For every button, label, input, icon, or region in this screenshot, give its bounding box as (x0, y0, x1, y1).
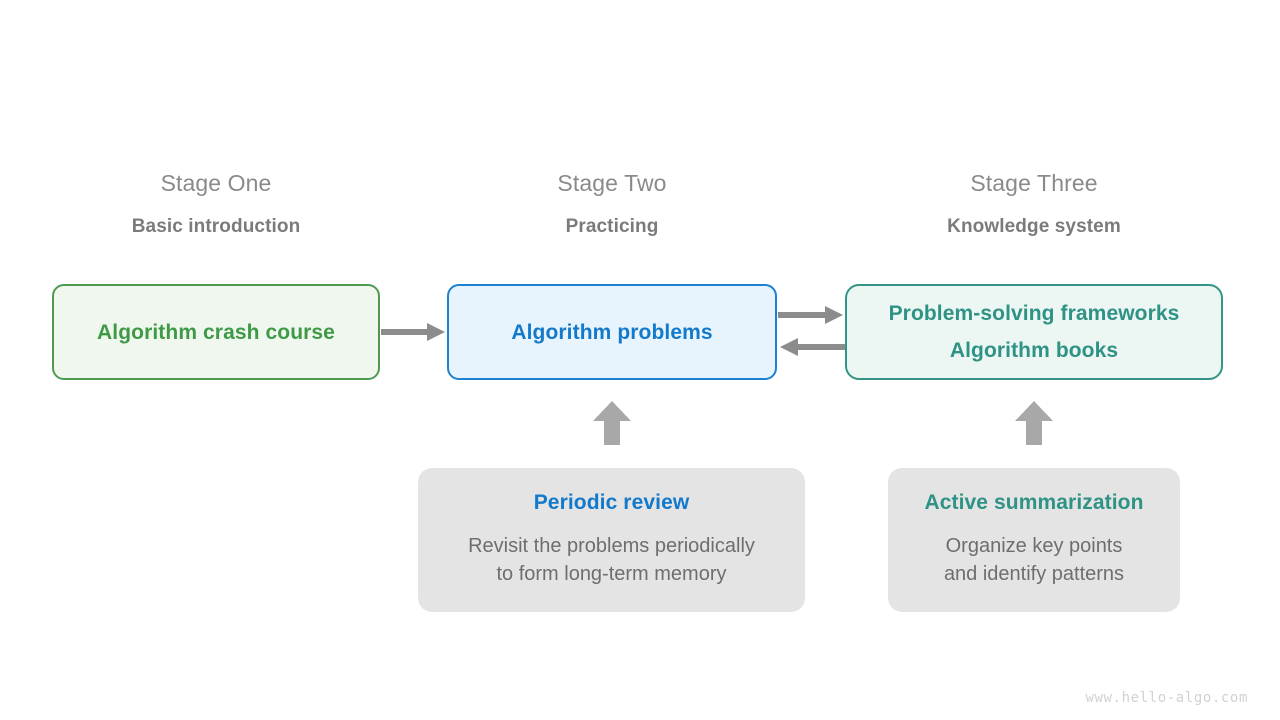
arrow-stage-one-to-stage-two (381, 318, 447, 346)
support-periodic-review-body: Revisit the problems periodically to for… (468, 533, 755, 588)
stage-three-subtitle: Knowledge system (947, 216, 1121, 237)
stage-one-title: Stage One (160, 170, 272, 196)
support-box-periodic-review[interactable]: Periodic review Revisit the problems per… (418, 468, 805, 612)
support-periodic-review-title: Periodic review (533, 490, 690, 514)
node-algorithm-problems-label: Algorithm problems (511, 320, 713, 344)
stage-header-three: Stage Three Knowledge system (845, 170, 1223, 237)
node-algorithm-books-label: Algorithm books (949, 339, 1119, 362)
node-knowledge-system[interactable]: Problem-solving frameworks Algorithm boo… (845, 284, 1223, 380)
arrow-stage-three-to-stage-two (778, 334, 845, 360)
stage-header-two: Stage Two Practicing (447, 170, 777, 237)
stage-three-title: Stage Three (970, 170, 1098, 196)
node-algorithm-crash-course-label: Algorithm crash course (97, 320, 335, 344)
support-box-active-summarization[interactable]: Active summarization Organize key points… (888, 468, 1180, 612)
arrow-stage-two-to-stage-three (778, 302, 845, 328)
support-periodic-review-body-line-1: Revisit the problems periodically (468, 534, 755, 557)
stage-header-one: Stage One Basic introduction (52, 170, 380, 237)
stage-two-title: Stage Two (557, 170, 667, 196)
stage-two-subtitle: Practicing (565, 216, 659, 237)
node-problem-solving-frameworks-label: Problem-solving frameworks (888, 302, 1180, 325)
arrow-active-summarization-up (1013, 400, 1055, 446)
watermark: www.hello-algo.com (1085, 690, 1248, 706)
node-algorithm-problems[interactable]: Algorithm problems (447, 284, 777, 380)
support-active-summarization-body-line-1: Organize key points (945, 534, 1123, 557)
stage-one-subtitle: Basic introduction (131, 216, 301, 237)
support-periodic-review-body-line-2: to form long-term memory (496, 562, 727, 585)
support-active-summarization-body-line-2: and identify patterns (943, 562, 1125, 585)
node-algorithm-crash-course[interactable]: Algorithm crash course (52, 284, 380, 380)
support-active-summarization-title: Active summarization (924, 490, 1144, 514)
support-active-summarization-body: Organize key points and identify pattern… (944, 533, 1124, 588)
arrow-periodic-review-up (591, 400, 633, 446)
